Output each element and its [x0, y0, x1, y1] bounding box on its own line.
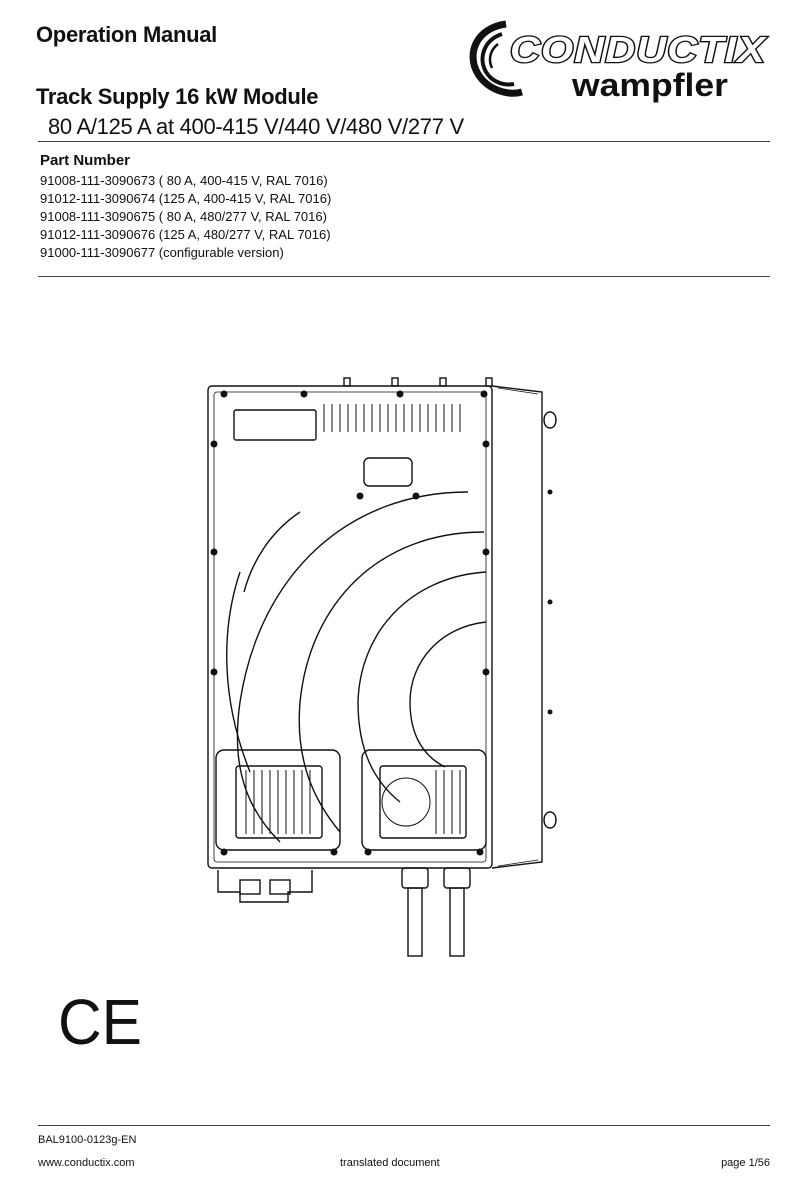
ce-mark-icon: CE	[58, 990, 142, 1050]
part-number-item: 91012-111-3090674 (125 A, 400-415 V, RAL…	[40, 191, 332, 206]
divider-bottom	[38, 1125, 770, 1126]
logo-text-primary: CONDUCTIX	[510, 29, 767, 70]
document-code: BAL9100-0123g-EN	[38, 1134, 137, 1146]
divider-middle	[38, 276, 770, 277]
ce-mark-text: CE	[58, 990, 142, 1050]
part-number-list: 91008-111-3090673 ( 80 A, 400-415 V, RAL…	[40, 172, 331, 262]
part-number-item: 91012-111-3090676 (125 A, 480/277 V, RAL…	[40, 227, 331, 242]
product-subtitle: 80 A/125 A at 400-415 V/440 V/480 V/277 …	[48, 114, 464, 139]
part-number-heading: Part Number	[40, 152, 131, 169]
product-title: Track Supply 16 kW Module	[36, 84, 319, 109]
footer-note: translated document	[340, 1157, 440, 1169]
track-supply-module-drawing	[207, 377, 557, 957]
footer-page-number: page 1/56	[721, 1157, 770, 1169]
footer-website: www.conductix.com	[38, 1157, 135, 1169]
part-number-item: 91000-111-3090677 (configurable version)	[40, 245, 284, 260]
divider-top	[38, 141, 770, 142]
page-header-title: Operation Manual	[36, 22, 217, 47]
conductix-wampfler-logo: CONDUCTIX wampfler	[469, 20, 767, 103]
part-number-item: 91008-111-3090675 ( 80 A, 480/277 V, RAL…	[40, 209, 327, 224]
part-number-item: 91008-111-3090673 ( 80 A, 400-415 V, RAL…	[40, 173, 328, 188]
logo-text-secondary: wampfler	[571, 67, 728, 103]
